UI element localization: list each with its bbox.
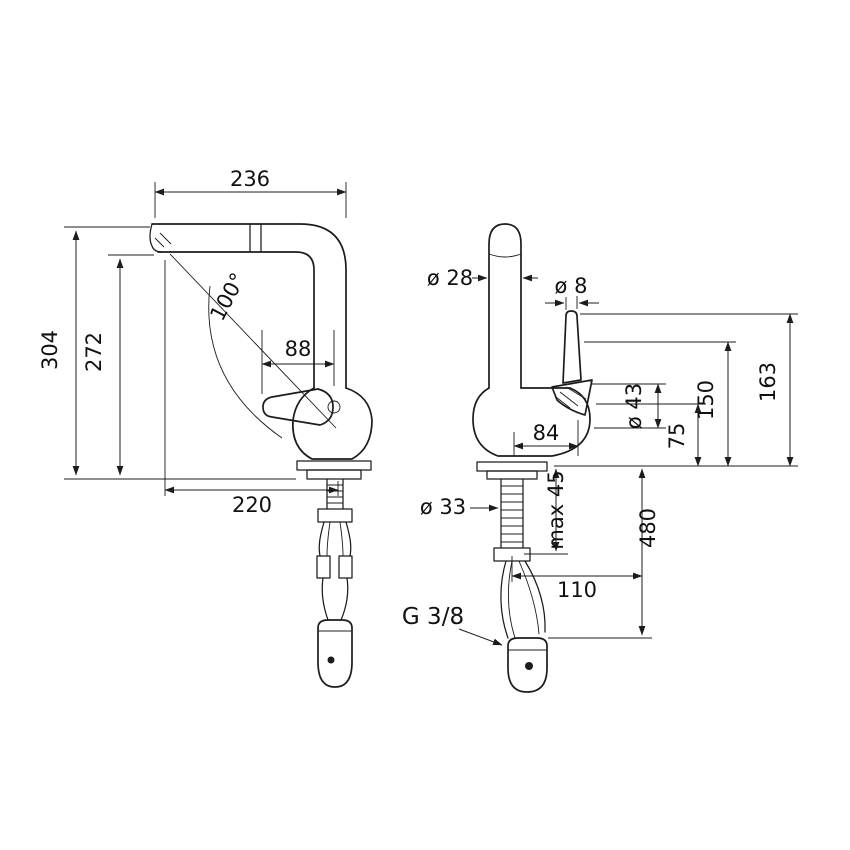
dim-spout-reach: 236 bbox=[154, 167, 347, 218]
thread-size-label: G 3/8 bbox=[402, 604, 464, 630]
hose-fitting-side-right bbox=[338, 555, 353, 579]
lever-handle-front bbox=[562, 310, 582, 384]
dim-spout-diameter-label: ø 28 bbox=[427, 266, 473, 290]
base-flange-front-upper bbox=[476, 461, 548, 472]
dim-pin-diameter-label: ø 8 bbox=[555, 274, 588, 298]
dim-75-label: 75 bbox=[665, 423, 689, 450]
lever-handle-side bbox=[262, 388, 334, 426]
handle-joint-hatch bbox=[555, 386, 587, 409]
base-flange-front-lower bbox=[486, 470, 538, 480]
dim-total-height: 304 bbox=[38, 226, 296, 480]
dim-hose-drop-label: 480 bbox=[636, 508, 660, 548]
hose-side-inner1 bbox=[326, 521, 331, 557]
hose-fitting-side-left bbox=[316, 555, 331, 579]
dim-spout-diameter: ø 28 bbox=[427, 266, 538, 290]
mixer-body-side bbox=[292, 387, 373, 460]
dim-hole-diameter-label: ø 33 bbox=[420, 495, 466, 519]
dim-hose-offset-label: 110 bbox=[557, 578, 597, 602]
threaded-shank-front bbox=[500, 478, 524, 549]
dim-handle-length: 88 bbox=[261, 330, 335, 394]
spout-outline bbox=[151, 223, 347, 389]
dim-hose-offset: 110 bbox=[511, 556, 643, 602]
spout-tip bbox=[149, 223, 163, 253]
spout-inner-outline bbox=[157, 251, 315, 389]
spout-column bbox=[488, 223, 522, 389]
label-thread-size: G 3/8 bbox=[402, 604, 503, 646]
hose-front-right-outer bbox=[524, 560, 546, 633]
dim-body-diameter-label: ø 43 bbox=[622, 383, 646, 429]
hose-side-right bbox=[345, 521, 352, 557]
spout-column-joint bbox=[488, 253, 522, 258]
dim-max-thickness: max 45 bbox=[524, 468, 568, 555]
dim-total-height-label: 304 bbox=[38, 330, 62, 370]
shank-threads-front bbox=[501, 485, 523, 543]
pullout-joint-lines bbox=[249, 223, 262, 253]
dim-150-label: 150 bbox=[694, 380, 718, 420]
handle-pivot-cap bbox=[327, 400, 341, 414]
shank-threads-side bbox=[327, 484, 343, 504]
dim-75: 75 bbox=[596, 403, 706, 467]
dim-spout-offset: 220 bbox=[164, 260, 339, 517]
dim-body-diameter: ø 43 bbox=[592, 383, 666, 429]
base-flange-side-upper bbox=[296, 460, 372, 471]
hose-side-inner2 bbox=[339, 521, 344, 557]
dim-pin-diameter: ø 8 bbox=[545, 274, 599, 310]
dim-84-label: 84 bbox=[533, 421, 560, 445]
handle-joint-front bbox=[551, 379, 593, 416]
dim-spout-reach-label: 236 bbox=[230, 167, 270, 191]
dim-swivel-angle-label: 100° bbox=[205, 269, 250, 325]
shank-side bbox=[326, 478, 344, 510]
spray-weight-side bbox=[317, 619, 353, 688]
dim-handle-length-label: 88 bbox=[285, 337, 312, 361]
dim-outlet-height-label: 272 bbox=[82, 332, 106, 372]
dim-outlet-height: 272 bbox=[82, 254, 154, 476]
mounting-nut-side bbox=[317, 508, 353, 523]
hose-front-left-outer bbox=[500, 560, 509, 639]
hose-lower-side bbox=[321, 577, 349, 621]
dim-spout-offset-label: 220 bbox=[232, 493, 272, 517]
dim-163: 163 bbox=[580, 313, 798, 467]
spray-weight-front bbox=[507, 637, 548, 693]
right-view bbox=[472, 223, 798, 693]
dim-max-thickness-label: max 45 bbox=[544, 470, 568, 549]
left-view bbox=[149, 223, 373, 688]
hose-front-right-inner bbox=[518, 560, 540, 635]
hose-side-left bbox=[318, 521, 325, 557]
dim-84: 84 bbox=[513, 420, 579, 456]
swivel-arc bbox=[208, 285, 283, 439]
base-flange-side-lower bbox=[306, 469, 362, 480]
dim-150: 150 bbox=[584, 341, 736, 467]
spray-weight-front-dot bbox=[525, 662, 533, 670]
spray-weight-side-dot bbox=[327, 656, 335, 664]
dim-hose-drop: 480 bbox=[548, 468, 660, 639]
aerator-detail bbox=[154, 232, 172, 248]
dim-163-label: 163 bbox=[756, 362, 780, 402]
swivel-radius-line bbox=[169, 253, 337, 429]
dim-hole-diameter: ø 33 bbox=[420, 495, 499, 519]
hose-front-left-inner bbox=[508, 560, 516, 639]
